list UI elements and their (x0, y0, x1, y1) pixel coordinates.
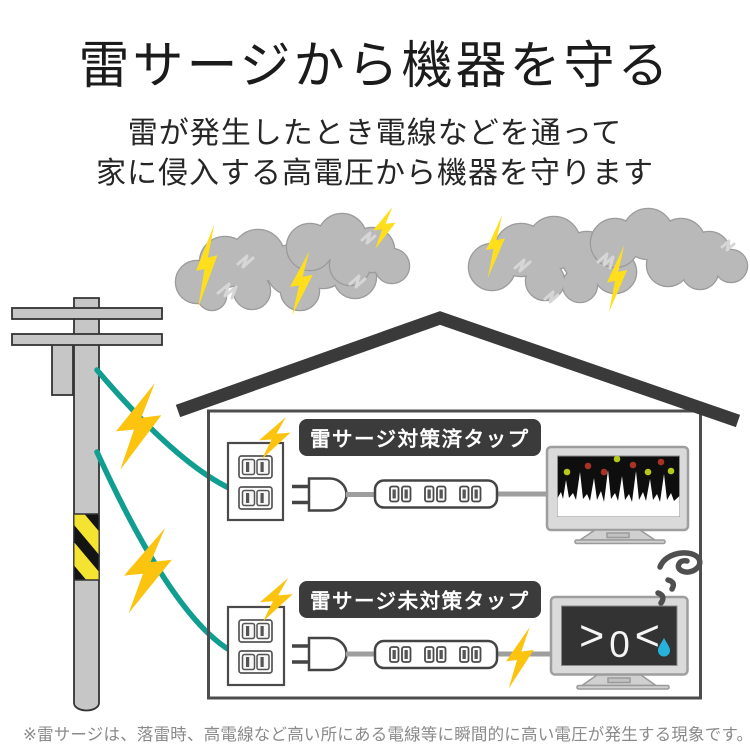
tv-working (545, 445, 690, 545)
wall-outlet (226, 605, 286, 687)
cloud-static-marks (216, 231, 736, 304)
power-line-wire (94, 367, 234, 492)
lightning-bolt-icon (506, 627, 534, 689)
subtitle-line-1: 雷が発生したとき電線などを通って (127, 117, 623, 150)
face-right-eye: < (634, 611, 660, 660)
power-strip (373, 479, 549, 509)
audience-lights (563, 455, 675, 476)
storm-cloud (285, 212, 411, 287)
house-walls (207, 409, 702, 700)
pole-transformer-box (51, 342, 74, 396)
caution-stripe (74, 514, 99, 580)
tv-stand (574, 529, 666, 545)
subtitle-line-2: 家に侵入する高電圧から機器を守ります (96, 157, 654, 190)
page-subtitle: 雷が発生したとき電線などを通って 家に侵入する高電圧から機器を守ります (0, 114, 750, 194)
storm-cloud (589, 207, 749, 291)
tv-damaged-screen (561, 605, 678, 666)
crowd-silhouette (557, 470, 680, 517)
page-title: 雷サージから機器を守る (78, 37, 672, 94)
dizzy-squiggle-icon (655, 550, 703, 606)
pole-crossarm (11, 307, 163, 320)
footnote-text: ※雷サージは、落雷時、高電線など高い所にある電線等に瞬間的に高い電圧が発生する現… (23, 726, 750, 744)
pole-trunk (73, 297, 100, 712)
utility-pole (11, 297, 163, 712)
house-outline (175, 311, 741, 700)
tv-stand (576, 674, 670, 690)
wall-outlet (226, 441, 285, 522)
lightning-bolt-icon (124, 528, 172, 614)
face-mouth: 0 (609, 623, 630, 665)
face-left-eye: > (579, 611, 605, 660)
protected-row (226, 441, 690, 545)
unprotected-row (226, 550, 703, 690)
power-plug (292, 477, 376, 512)
pole-crossarm (11, 333, 163, 346)
tv-damaged (549, 595, 689, 690)
power-line-wires (94, 367, 234, 654)
power-line-wire (94, 449, 234, 654)
damaged-tv-face: > 0 < (562, 608, 677, 664)
power-plug (292, 636, 376, 672)
teardrop-icon (658, 638, 670, 657)
house-roof (175, 311, 741, 428)
protected-tap-label: 雷サージ対策済タップ (299, 419, 541, 456)
unprotected-tap-label: 雷サージ未対策タップ (299, 581, 541, 618)
